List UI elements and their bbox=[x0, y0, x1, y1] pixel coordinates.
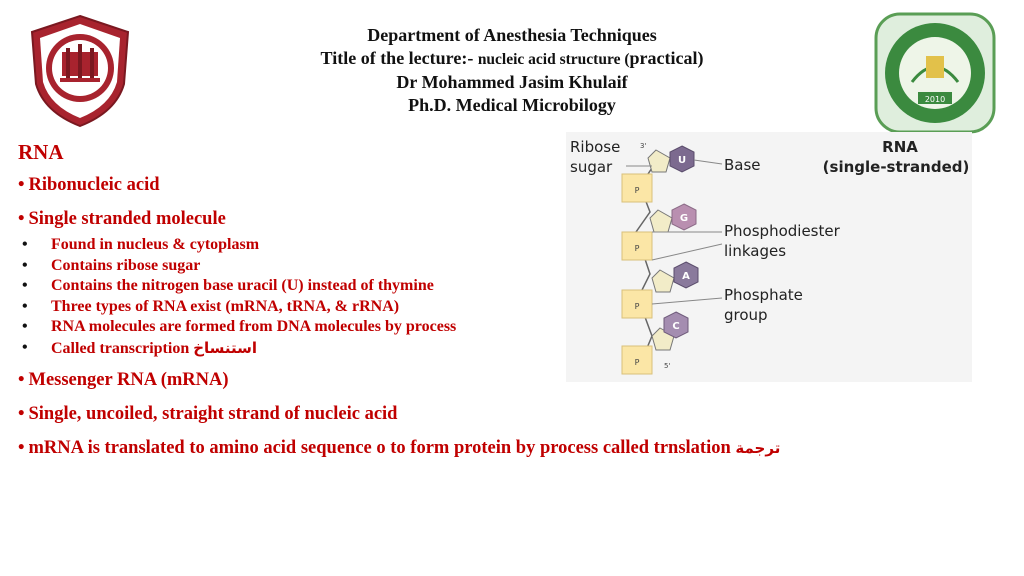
lecture-title: Title of the lecture:- nucleic acid stru… bbox=[320, 48, 704, 68]
rna-structure-diagram: Ribose sugar Base RNA (single-stranded) … bbox=[566, 132, 972, 382]
left-university-logo bbox=[24, 12, 136, 130]
arabic-term-translation: ترجمة bbox=[735, 438, 781, 457]
svg-text:P: P bbox=[635, 358, 640, 367]
bullet-item: •Ribonucleic acid bbox=[18, 175, 160, 195]
lecturer-name: Dr Mohammed Jasim Khulaif bbox=[396, 72, 628, 92]
ribose-label-line1: Ribose bbox=[570, 138, 620, 156]
rna-title-label: RNA bbox=[882, 138, 918, 156]
phosphate-label-line2: group bbox=[724, 306, 768, 324]
five-prime-end: 5' bbox=[664, 362, 670, 370]
three-prime-end: 3' bbox=[640, 142, 646, 150]
sub-bullet-item: •Contains ribose sugar bbox=[22, 256, 201, 274]
sub-bullet-item: •Three types of RNA exist (mRNA, tRNA, &… bbox=[22, 297, 400, 315]
right-university-logo: 2010 bbox=[872, 12, 998, 134]
phosphodiester-label-line2: linkages bbox=[724, 242, 786, 260]
bullet-item: •mRNA is translated to amino acid sequen… bbox=[18, 437, 781, 458]
phosphate-label-line1: Phosphate bbox=[724, 286, 803, 304]
sub-bullet-item: •Called transcription استنساخ bbox=[22, 338, 258, 357]
slide-header: Department of Anesthesia Techniques Titl… bbox=[230, 24, 794, 117]
base-G: G bbox=[680, 213, 688, 224]
sub-bullet-item: •RNA molecules are formed from DNA molec… bbox=[22, 318, 457, 336]
section-title-rna: RNA bbox=[18, 140, 64, 164]
sub-bullet-item: •Found in nucleus & cytoplasm bbox=[22, 236, 260, 253]
rna-subtitle-label: (single-stranded) bbox=[823, 158, 970, 176]
svg-text:P: P bbox=[635, 302, 640, 311]
ribose-label-line2: sugar bbox=[570, 158, 613, 176]
base-A: A bbox=[682, 271, 690, 282]
logo-year: 2010 bbox=[925, 95, 945, 104]
sub-bullet-list: •Found in nucleus & cytoplasm •Contains … bbox=[18, 235, 898, 360]
bullet-item: •Messenger RNA (mRNA) bbox=[18, 369, 229, 390]
svg-text:P: P bbox=[635, 244, 640, 253]
sub-bullet-item: •Contains the nitrogen base uracil (U) i… bbox=[22, 277, 434, 295]
arabic-term-transcription: استنساخ bbox=[193, 338, 258, 357]
base-U: U bbox=[678, 155, 686, 166]
svg-text:P: P bbox=[635, 186, 640, 195]
slide-content: RNA •Ribonucleic acid •Single stranded m… bbox=[18, 140, 898, 470]
base-C: C bbox=[672, 321, 679, 332]
bullet-item: •Single stranded molecule bbox=[18, 209, 226, 229]
base-label: Base bbox=[724, 156, 761, 174]
department-title: Department of Anesthesia Techniques bbox=[367, 25, 657, 45]
bullet-item: •Single, uncoiled, straight strand of nu… bbox=[18, 403, 398, 424]
lecturer-degree: Ph.D. Medical Microbilogy bbox=[408, 95, 616, 115]
phosphodiester-label-line1: Phosphodiester bbox=[724, 222, 841, 240]
